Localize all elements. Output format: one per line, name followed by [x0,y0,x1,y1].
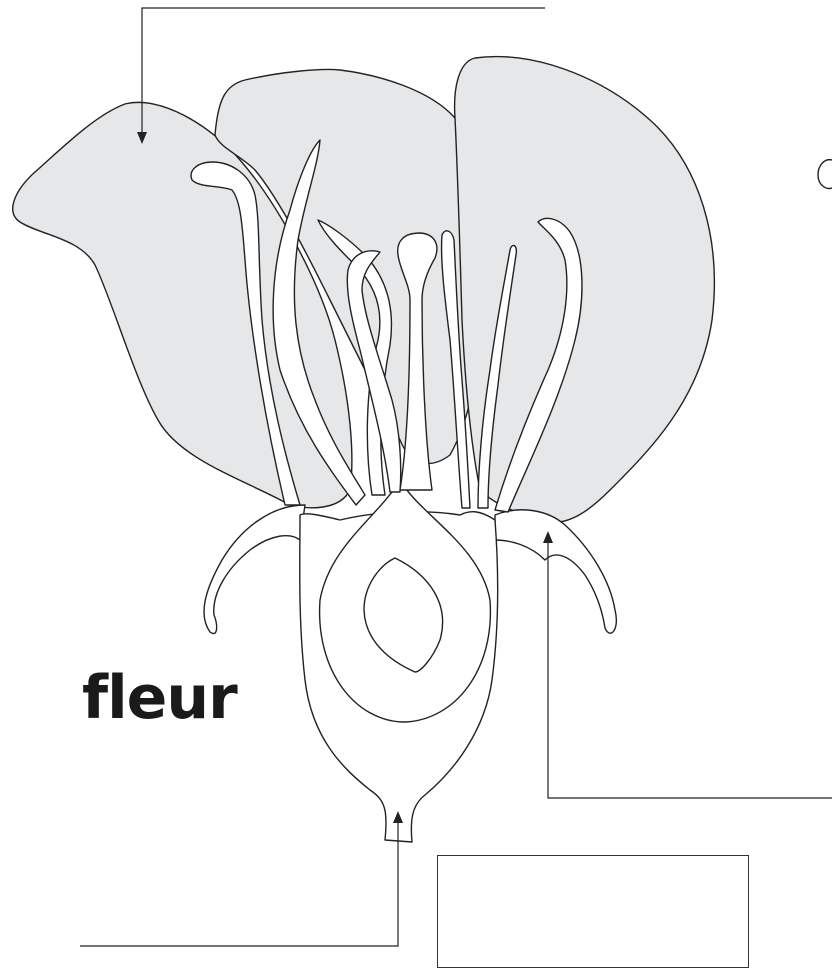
diagram-title: fleur [82,668,237,728]
petal-right [455,57,715,523]
sepal-left [204,505,305,634]
leader-line-receptacle [80,820,398,946]
handwriting-fragment [818,160,832,189]
sepal-right [495,510,616,633]
answer-box[interactable] [437,855,749,968]
